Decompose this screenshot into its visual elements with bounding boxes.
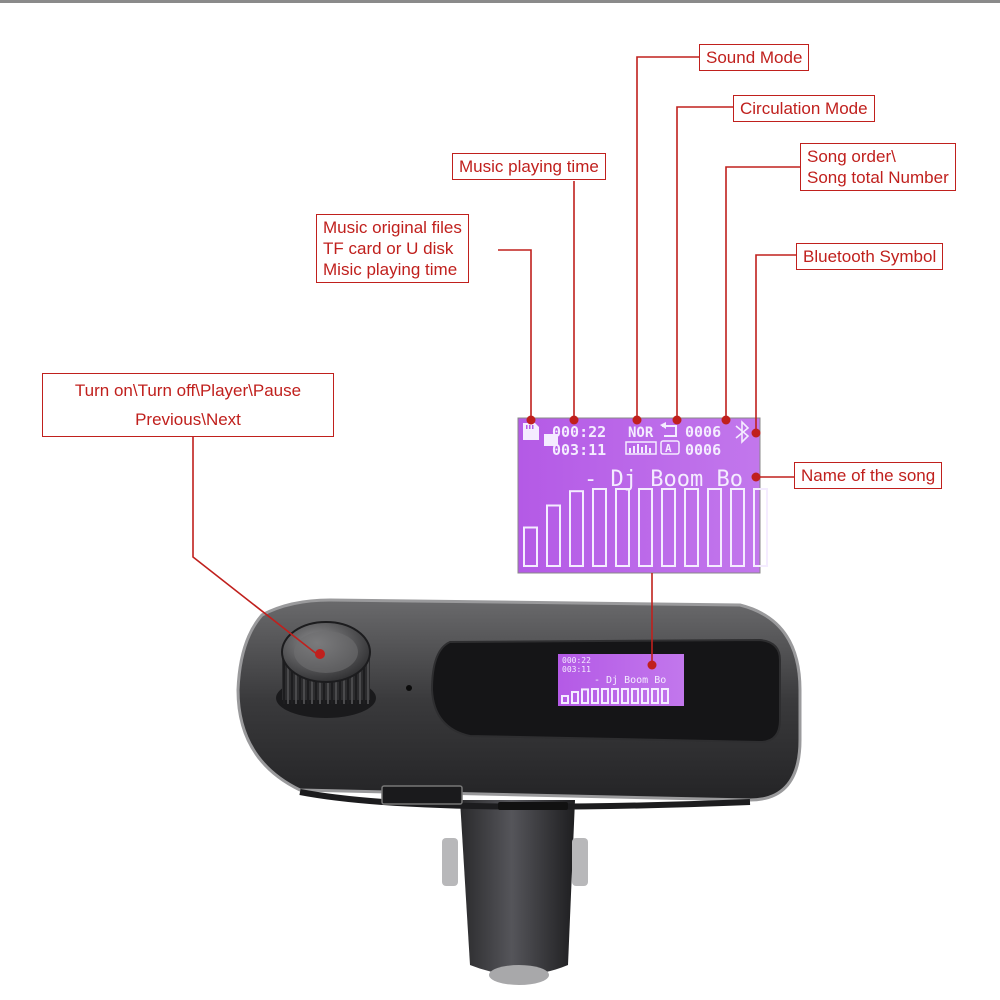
knob-ridge	[351, 652, 353, 704]
eq-bar	[546, 504, 561, 567]
lcd-song-total: 0006	[685, 441, 721, 459]
label-sound-mode: Sound Mode	[699, 44, 810, 71]
device-body	[236, 598, 802, 810]
lcd-zoom: 000:22 NOR 0006 003:11 A 0006 - Dj Boom …	[517, 417, 768, 574]
knob-ridge	[283, 652, 285, 704]
knob-ridge	[295, 652, 297, 704]
device-screen-song: - Dj Boom Bo	[594, 675, 666, 686]
eq-bar	[611, 688, 619, 704]
label-song-order: Song order\ Song total Number	[800, 143, 956, 191]
top-border	[0, 0, 1000, 3]
line-music-files	[498, 249, 532, 420]
device-screen-row2: 003:11	[562, 665, 591, 674]
eq-bar	[581, 688, 589, 705]
repeat-all-icon: A	[660, 440, 680, 455]
knob-ridge	[367, 652, 369, 704]
lcd-sound-mode: NOR	[628, 425, 654, 441]
label-bluetooth-symbol: Bluetooth Symbol	[796, 243, 944, 270]
eq-bar	[641, 688, 649, 704]
line-circulation-mode	[676, 106, 733, 420]
eq-bar	[651, 688, 659, 704]
label-music-files-line3: Misic playing time	[323, 260, 458, 279]
lcd-song-order: 0006	[685, 423, 721, 441]
line-song-order	[725, 166, 800, 420]
eq-bar	[591, 688, 599, 704]
label-music-files-line1: Music original files	[323, 218, 462, 237]
plug-spring-left	[442, 838, 458, 886]
eq-bar	[571, 691, 579, 704]
line-bluetooth	[755, 254, 796, 433]
line-sound-mode	[636, 56, 699, 420]
file-source-icon	[544, 434, 558, 446]
callout-lines	[192, 56, 800, 665]
eq-bar	[753, 488, 768, 567]
label-song-name: Name of the song	[794, 462, 943, 489]
eq-bar	[661, 488, 676, 567]
label-song-order-line2: Song total Number	[807, 168, 949, 187]
knob-ridge	[291, 652, 293, 704]
svg-text:A: A	[665, 442, 672, 455]
callout-dots	[315, 415, 761, 670]
label-song-order-line1: Song order\	[807, 147, 896, 166]
lcd-total-time: 003:11	[552, 441, 606, 459]
label-circulation-mode: Circulation Mode	[733, 95, 875, 122]
knob-ridge	[359, 652, 361, 704]
lcd-playing-time: 000:22	[552, 423, 606, 441]
eq-bar	[569, 490, 584, 568]
tf-card-icon	[523, 423, 539, 440]
eq-bar	[615, 488, 630, 567]
tf-card-slot	[498, 802, 568, 810]
eq-bar	[561, 695, 569, 704]
knob-ridge	[363, 652, 365, 704]
eq-bar	[707, 488, 722, 567]
plug-spring-right	[572, 838, 588, 886]
eq-bar	[638, 488, 653, 567]
eq-bar	[661, 688, 669, 704]
eq-bar	[631, 688, 639, 704]
bluetooth-icon	[735, 420, 750, 444]
label-knob-line1: Turn on\Turn off\Player\Pause	[74, 381, 302, 400]
circulation-icon	[660, 422, 677, 437]
device-screen-eq	[561, 688, 669, 705]
line-knob	[192, 437, 319, 656]
eq-bar	[621, 688, 629, 704]
eq-bar	[730, 488, 745, 567]
lcd-song-name: - Dj Boom Bo	[584, 467, 743, 492]
usb-port	[381, 785, 463, 805]
control-knob[interactable]	[276, 621, 376, 718]
eq-bar	[523, 526, 538, 567]
device-screen-row1: 000:22	[562, 656, 591, 665]
eq-icon	[625, 441, 657, 455]
knob-ridge	[299, 652, 301, 704]
device-screen: 000:22 003:11 - Dj Boom Bo	[558, 654, 684, 706]
label-music-files-line2: TF card or U disk	[323, 239, 454, 258]
eq-bar	[592, 488, 607, 567]
eq-bar	[601, 688, 609, 704]
label-music-playing-time: Music playing time	[452, 153, 606, 180]
plug-tip	[489, 965, 549, 985]
label-knob: Turn on\Turn off\Player\Pause Previous\N…	[42, 373, 334, 437]
lcd-eq-bars	[523, 488, 768, 568]
label-knob-line2: Previous\Next	[135, 410, 241, 429]
label-music-files: Music original files TF card or U disk M…	[316, 214, 469, 283]
microphone-hole	[406, 685, 412, 691]
knob-ridge	[287, 652, 289, 704]
eq-bar	[684, 488, 699, 567]
car-plug	[442, 800, 588, 985]
knob-ridge	[355, 652, 357, 704]
